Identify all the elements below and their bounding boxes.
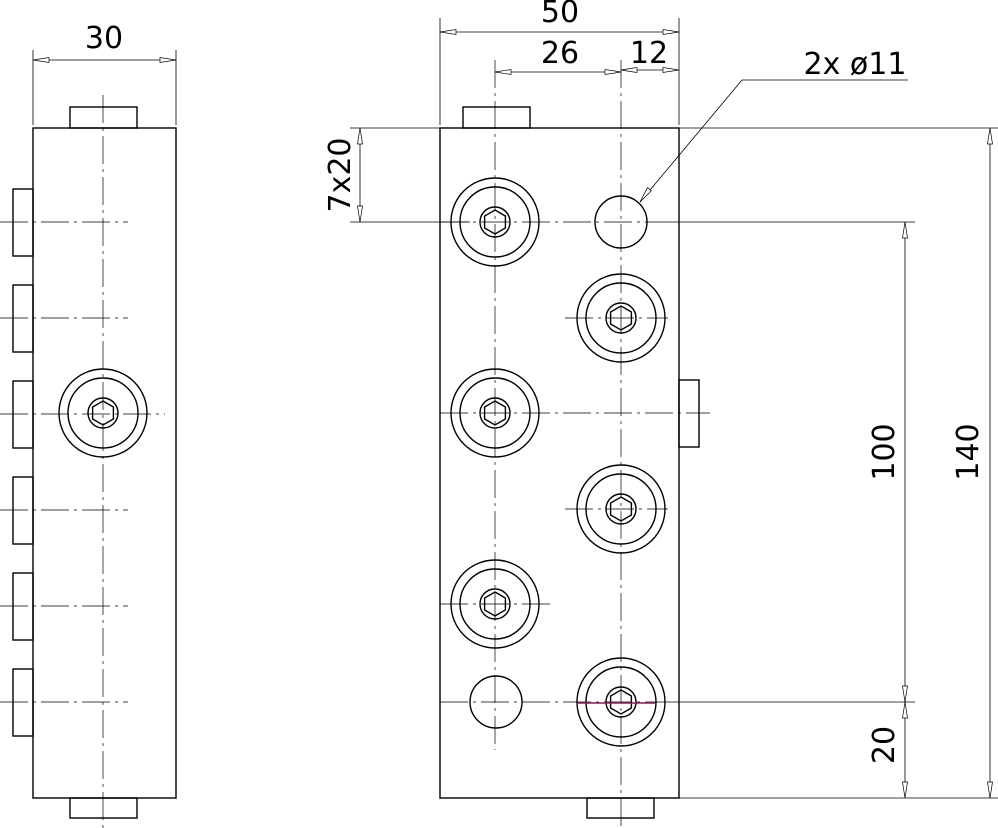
callout-hole-diameter: 2x ø11 bbox=[639, 47, 908, 203]
dimension-20: 20 bbox=[867, 701, 908, 799]
side-port-5 bbox=[12, 572, 34, 641]
front-view-centerlines bbox=[440, 60, 710, 828]
dimension-12: 12 bbox=[620, 36, 680, 73]
screw-right-2 bbox=[576, 464, 666, 554]
side-view-centerlines bbox=[0, 95, 165, 828]
front-view-side-port bbox=[678, 379, 700, 448]
dimension-30: 30 bbox=[32, 21, 177, 125]
screw-right-1 bbox=[576, 273, 666, 363]
dimension-26: 26 bbox=[494, 36, 622, 75]
front-view: 50 26 12 2x ø11 bbox=[323, 0, 998, 828]
side-view-top-port bbox=[69, 106, 138, 129]
callout-label-2x-d11: 2x ø11 bbox=[804, 47, 907, 82]
side-view-body bbox=[32, 127, 177, 799]
front-view-top-port bbox=[462, 106, 531, 129]
front-view-bottom-port bbox=[586, 797, 655, 819]
side-view-bottom-port bbox=[69, 797, 138, 819]
dimension-label-20: 20 bbox=[867, 726, 902, 764]
dimension-100: 100 bbox=[867, 221, 908, 703]
side-port-1 bbox=[12, 188, 34, 257]
dimension-label-140: 140 bbox=[951, 423, 986, 480]
side-view: 30 bbox=[0, 21, 177, 828]
side-port-6 bbox=[12, 668, 34, 737]
side-view-ports bbox=[12, 188, 34, 737]
dimension-label-26: 26 bbox=[541, 36, 579, 71]
side-view-screw bbox=[58, 368, 148, 458]
screw-left-3 bbox=[450, 559, 540, 649]
side-port-2 bbox=[12, 284, 34, 353]
side-port-3 bbox=[12, 380, 34, 449]
dimension-label-100: 100 bbox=[867, 423, 902, 480]
dimension-50: 50 bbox=[439, 0, 680, 125]
dimension-label-12: 12 bbox=[630, 36, 668, 71]
dimension-label-30: 30 bbox=[85, 21, 123, 56]
dimension-label-7x20: 7x20 bbox=[323, 137, 358, 212]
screw-right-3 bbox=[576, 657, 666, 747]
mounting-hole-top bbox=[594, 195, 648, 249]
mounting-hole-bottom bbox=[469, 675, 523, 729]
mounting-holes bbox=[469, 195, 648, 729]
dimension-140: 140 bbox=[951, 127, 993, 799]
dimension-label-50: 50 bbox=[541, 0, 579, 30]
side-port-4 bbox=[12, 476, 34, 545]
front-view-body bbox=[439, 127, 680, 799]
dimension-7x20: 7x20 bbox=[323, 127, 470, 223]
screw-left-2 bbox=[450, 368, 540, 458]
